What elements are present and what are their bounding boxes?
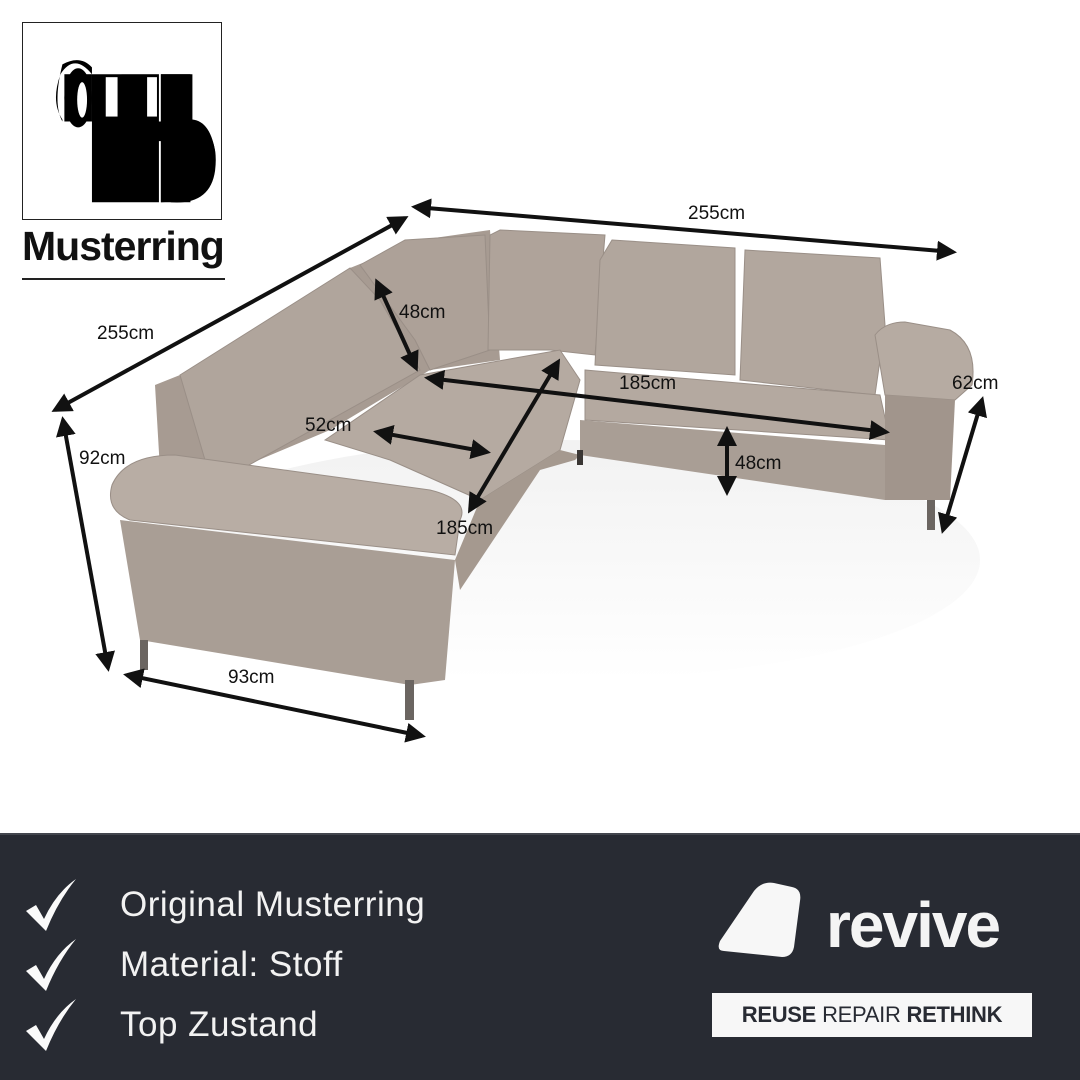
checkmark-icon xyxy=(26,999,76,1051)
tagline-repair: REPAIR xyxy=(822,1002,901,1027)
sofa-leg xyxy=(927,500,935,530)
dimension-seat-width-right: 185cm xyxy=(619,373,677,394)
checkmark-icon xyxy=(26,879,76,931)
dimension-seat-height: 48cm xyxy=(735,453,782,474)
dimension-side-width: 255cm xyxy=(97,323,155,344)
dimension-height: 92cm xyxy=(79,448,126,469)
sofa-leg xyxy=(577,450,583,465)
dimension-arrows xyxy=(51,198,987,743)
feature-label: Top Zustand xyxy=(120,1005,319,1044)
dimension-back-width: 255cm xyxy=(688,203,746,224)
corner-sofa-illustration xyxy=(51,198,987,743)
dimension-seat-width-left: 185cm xyxy=(436,518,494,539)
feature-list: Original Musterring Material: Stoff Top … xyxy=(24,875,425,1055)
sofa-leg xyxy=(140,640,148,670)
product-photo: Musterring 255cm 255cm 92cm 48cm 52cm 18… xyxy=(22,22,999,743)
tagline-reuse: REUSE xyxy=(741,1002,817,1027)
feature-label: Original Musterring xyxy=(120,885,426,924)
revive-wordmark: revive xyxy=(826,889,1001,961)
revive-logo-icon xyxy=(718,882,801,957)
dimension-arm-depth: 93cm xyxy=(228,667,275,688)
brand-underline xyxy=(22,278,225,280)
footer-banner: Original Musterring Material: Stoff Top … xyxy=(0,833,1080,1080)
brand-name: Musterring xyxy=(22,223,225,269)
sofa-leg xyxy=(405,680,414,720)
checkmark-icon xyxy=(26,939,76,991)
feature-label: Material: Stoff xyxy=(120,945,343,984)
revive-tagline: REUSE REPAIR RETHINK xyxy=(712,993,1032,1037)
tagline-rethink: RETHINK xyxy=(906,1002,1003,1027)
feature-item: Original Musterring xyxy=(24,875,425,935)
feature-item: Top Zustand xyxy=(24,995,425,1055)
dimension-seat-depth: 52cm xyxy=(305,415,352,436)
musterring-monogram-icon xyxy=(55,60,216,203)
dimension-backrest-height: 48cm xyxy=(399,302,446,323)
musterring-logo-box xyxy=(22,22,222,220)
feature-item: Material: Stoff xyxy=(24,935,425,995)
dimension-arm-height: 62cm xyxy=(952,373,999,394)
